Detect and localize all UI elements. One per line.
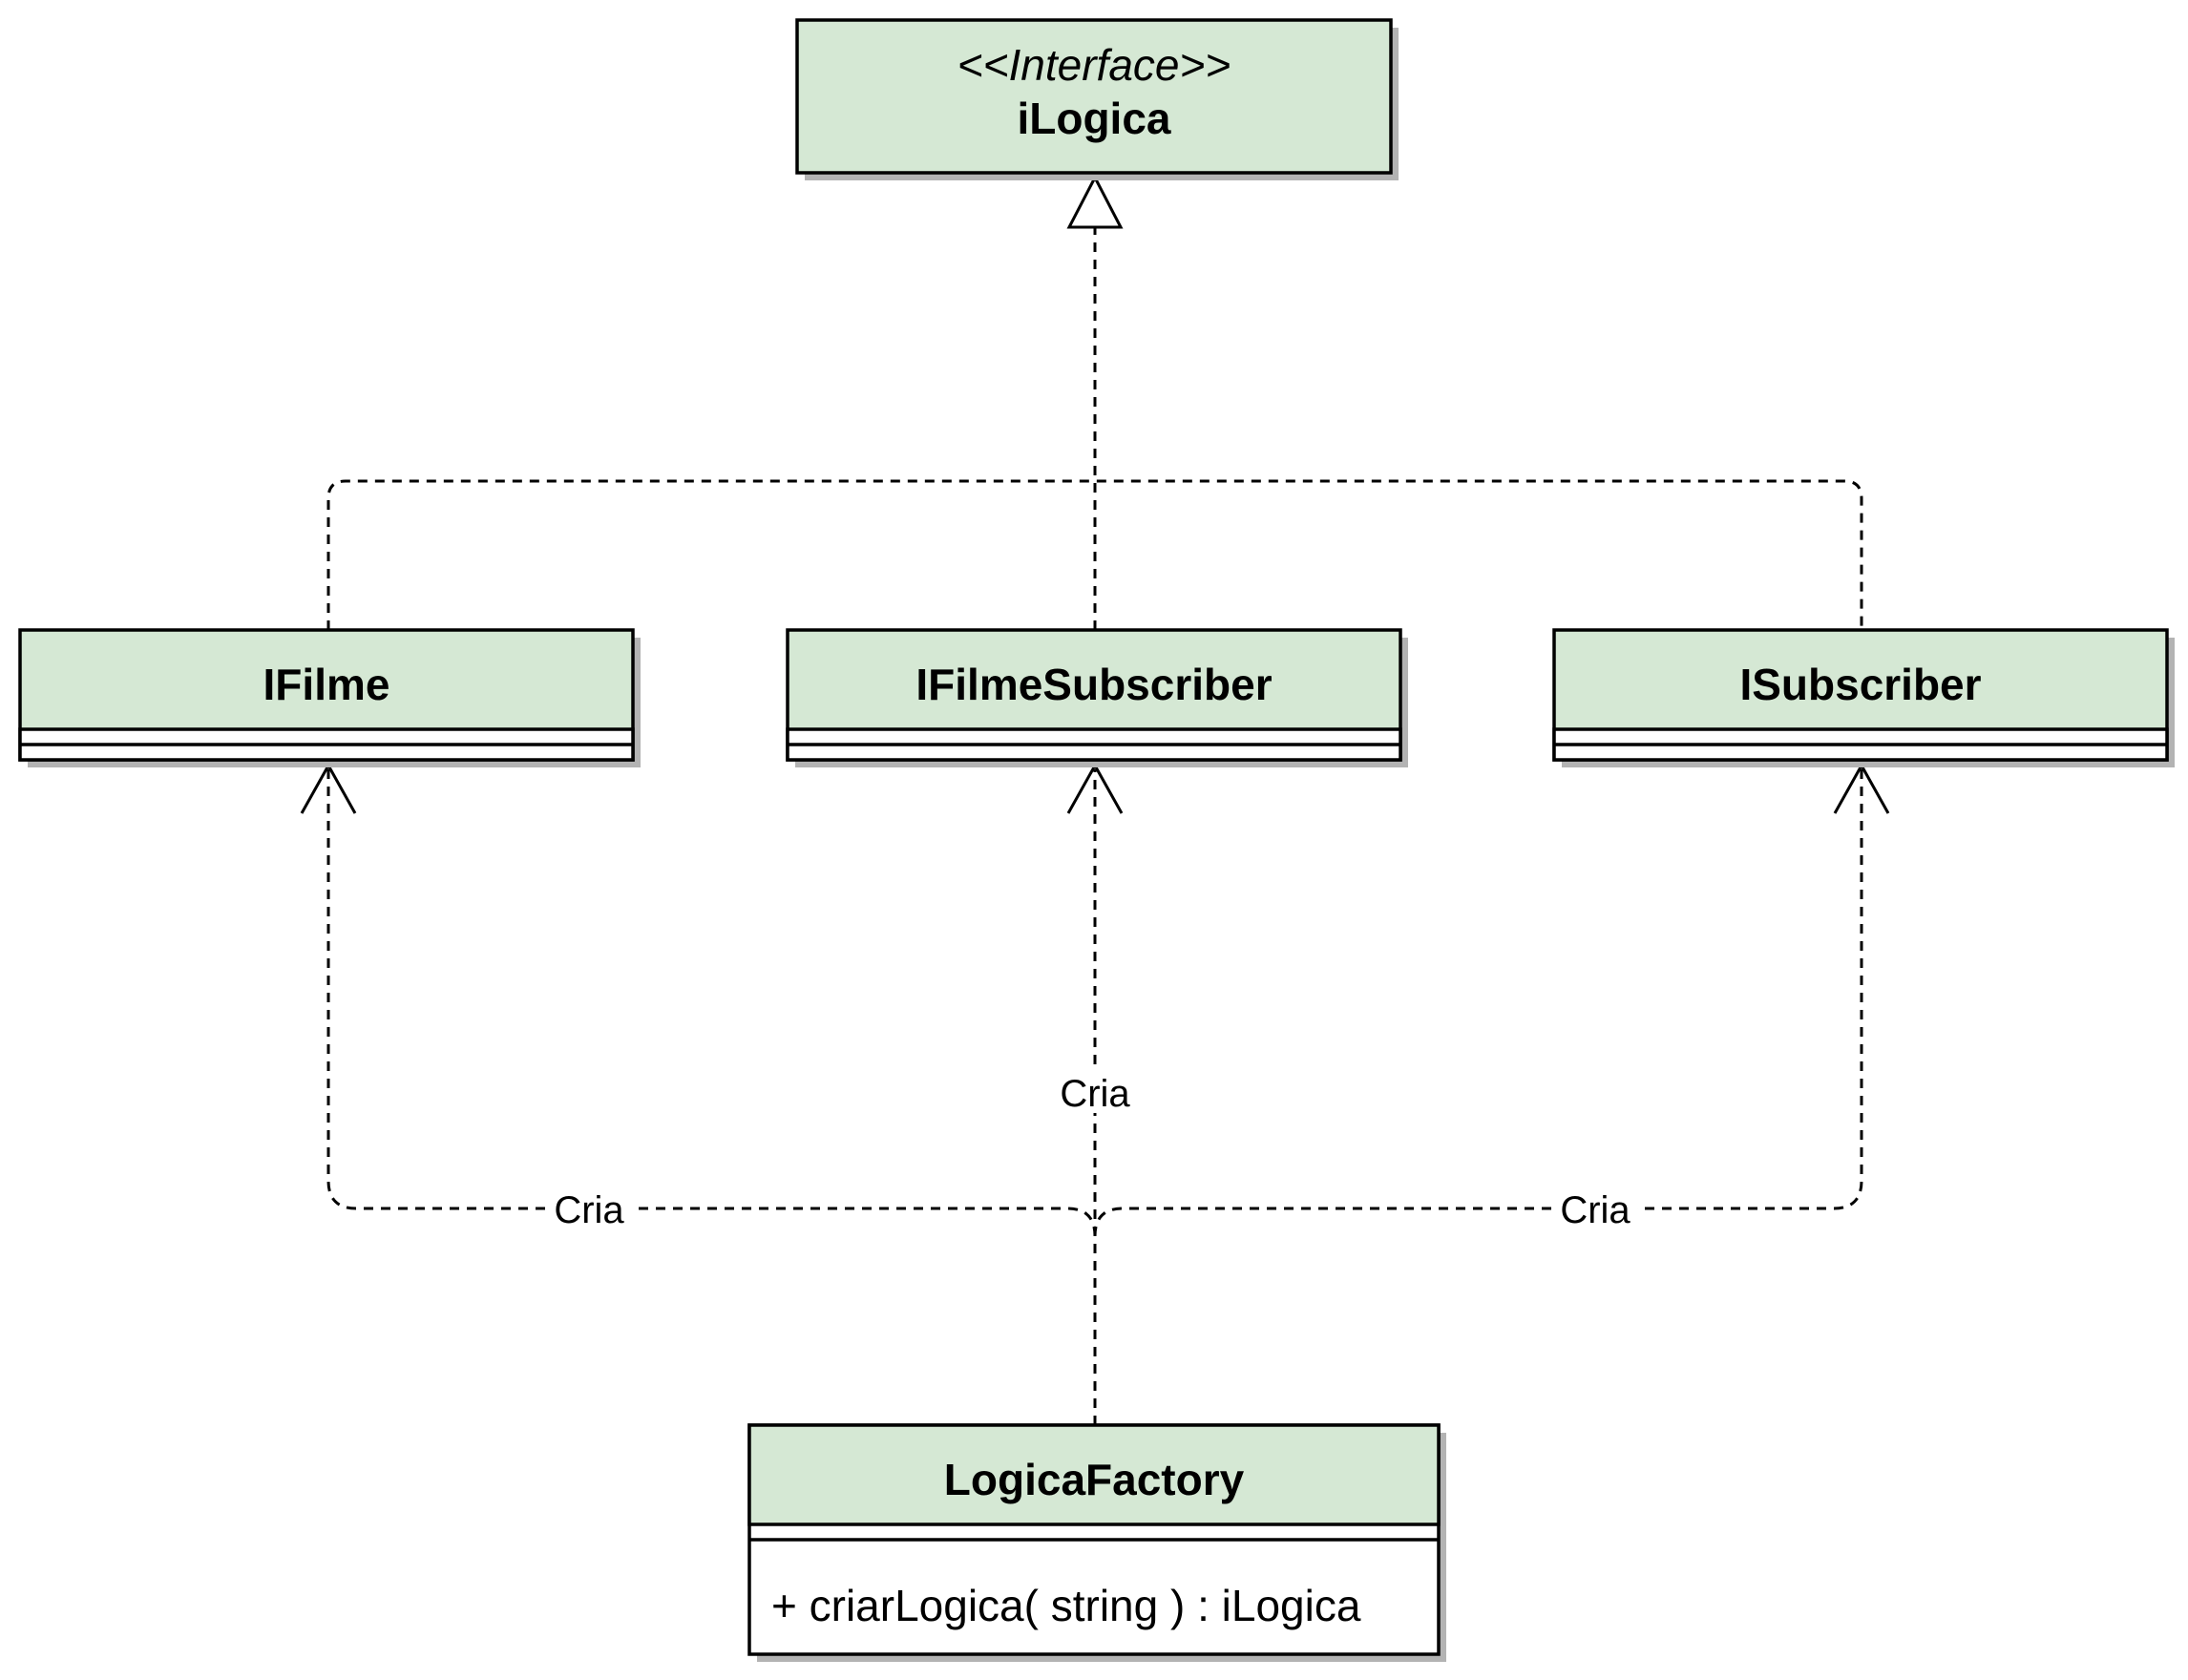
class-isubscriber[interactable]: ISubscriber [1552,628,2175,767]
edges [326,227,1863,1425]
class-name: IFilme [263,660,390,709]
class-ifilmesubscriber[interactable]: IFilmeSubscriber [786,628,1408,767]
class-method: + criarLogica( string ) : iLogica [771,1581,1361,1630]
svg-text:Cria: Cria [1560,1189,1630,1231]
class-name: IFilmeSubscriber [915,660,1272,709]
svg-text:Cria: Cria [554,1189,624,1231]
class-name: ISubscriber [1739,660,1981,709]
svg-text:Cria: Cria [1060,1073,1130,1115]
interface-ilogica[interactable]: <<Interface>> iLogica [795,18,1399,180]
edge-label-center: Cria [1053,1071,1137,1115]
realization-edge-ifilme[interactable] [326,479,1863,630]
interface-stereotype: <<Interface>> [957,40,1231,90]
class-logicafactory[interactable]: LogicaFactory + criarLogica( string ) : … [747,1423,1446,1662]
dependency-edge-ifilme[interactable] [326,769,1097,1237]
class-ifilme[interactable]: IFilme [18,628,641,767]
dependency-edge-isubscriber[interactable] [1093,769,1863,1237]
class-name: LogicaFactory [944,1455,1245,1504]
edge-label-left: Cria [547,1187,631,1231]
edge-label-right: Cria [1553,1187,1637,1231]
interface-name: iLogica [1017,94,1170,143]
realization-arrowhead-icon [1066,174,1124,229]
